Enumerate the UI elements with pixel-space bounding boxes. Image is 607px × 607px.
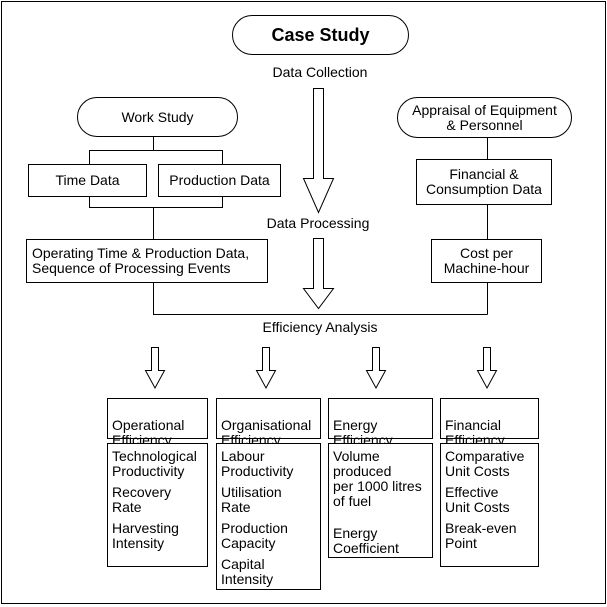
stage-efficiency-analysis: Efficiency Analysis [262, 319, 378, 335]
financial-consumption-label: Financial & Consumption Data [426, 166, 542, 197]
arrow-collection-to-processing [302, 88, 335, 214]
case-study-title: Case Study [271, 24, 370, 45]
organisational-indicators: Labour Productivity Utilisation Rate Pro… [216, 443, 321, 590]
appraisal-node: Appraisal of Equipment & Personnel [397, 97, 572, 138]
indicator-item: Labour Productivity [221, 448, 294, 479]
indicator-item: Comparative Unit Costs [445, 448, 525, 479]
cost-per-machine-hour-node: Cost per Machine-hour [431, 239, 542, 283]
case-study-node: Case Study [232, 15, 409, 55]
production-data-node: Production Data [158, 164, 281, 197]
indicator-item: Utilisation Rate [221, 484, 282, 515]
financial-indicators: Comparative Unit Costs Effective Unit Co… [440, 443, 539, 567]
stage-data-collection: Data Collection [272, 64, 368, 80]
work-study-node: Work Study [77, 97, 238, 137]
indicator-item: Energy Coefficient [333, 525, 399, 556]
financial-efficiency-header: Financial Efficiency [440, 398, 539, 448]
organisational-efficiency-header: Organisational Efficiency [216, 398, 321, 448]
energy-efficiency-header: Energy Efficiency [328, 398, 433, 448]
indicator-item: Production Capacity [221, 520, 288, 551]
cost-per-machine-hour-label: Cost per Machine-hour [443, 245, 530, 276]
stage-data-processing: Data Processing [266, 215, 370, 231]
work-study-label: Work Study [121, 108, 194, 125]
arrow-to-operational [144, 347, 166, 390]
time-data-label: Time Data [55, 172, 120, 188]
indicator-item: Break-even Point [445, 520, 517, 551]
arrow-to-energy [365, 347, 387, 390]
arrow-processing-to-analysis [302, 238, 335, 310]
arrow-to-organisational [255, 347, 277, 390]
production-data-label: Production Data [169, 172, 270, 188]
energy-indicators: Volume produced per 1000 litres of fuel … [328, 443, 433, 558]
appraisal-label: Appraisal of Equipment & Personnel [412, 101, 557, 133]
operating-time-node: Operating Time & Production Data, Sequen… [26, 239, 268, 283]
indicator-item: Capital Intensity [221, 556, 274, 587]
indicator-item: Effective Unit Costs [445, 484, 510, 515]
operational-indicators: Technological Productivity Recovery Rate… [107, 443, 208, 567]
indicator-item: Technological Productivity [112, 448, 197, 479]
operating-time-label: Operating Time & Production Data, Sequen… [32, 245, 250, 276]
indicator-item: Harvesting Intensity [112, 520, 179, 551]
indicator-item: Recovery Rate [112, 484, 172, 515]
financial-consumption-node: Financial & Consumption Data [416, 159, 552, 205]
time-data-node: Time Data [28, 164, 147, 197]
indicator-item: Volume produced per 1000 litres of fuel [333, 448, 422, 509]
line-workstudy-split [89, 137, 223, 164]
line-left-to-analysis [153, 282, 488, 315]
arrow-to-financial [476, 347, 498, 390]
operational-efficiency-header: Operational Efficiency [107, 398, 208, 448]
line-data-merge [89, 196, 223, 239]
